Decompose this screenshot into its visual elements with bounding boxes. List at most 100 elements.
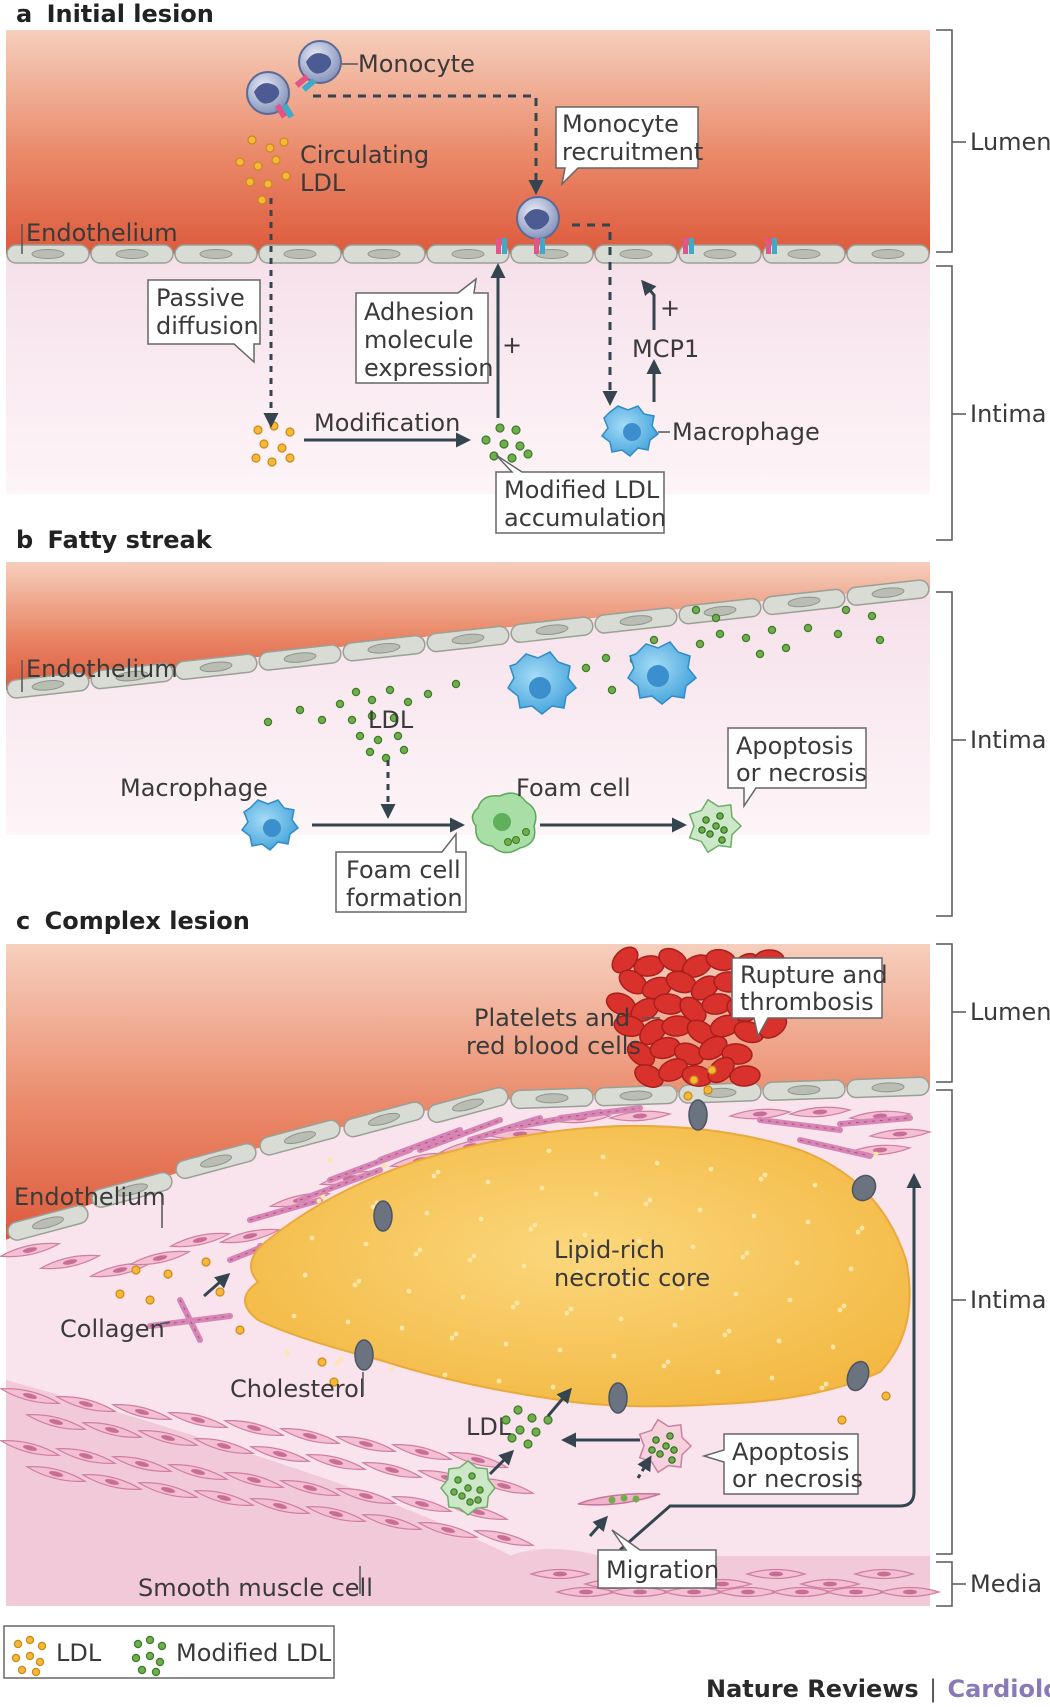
particle (805, 1219, 811, 1225)
particle (131, 1653, 141, 1663)
lumen-label-c: Lumen (970, 998, 1050, 1026)
cholesterol-crystals (354, 1099, 877, 1414)
particle (245, 177, 255, 187)
migrating-smooth-muscle-cell (577, 1492, 661, 1506)
particle (265, 143, 275, 153)
endothelial-cell (427, 1086, 509, 1124)
plus-sign-adhesion: + (502, 331, 522, 359)
particle (271, 155, 281, 165)
collagen-fibre (177, 1297, 203, 1343)
particle (689, 1075, 699, 1085)
particle (601, 653, 611, 663)
endothelial-cell (342, 635, 426, 662)
endothelial-cell (846, 1076, 930, 1099)
particle (581, 663, 591, 673)
particle (137, 1665, 147, 1675)
arrows-a (263, 94, 662, 448)
smooth-muscle-cell (727, 1108, 793, 1120)
particle (363, 1241, 369, 1247)
particle (875, 635, 885, 645)
particle (31, 1667, 41, 1677)
smooth-muscle-cell (24, 1466, 88, 1482)
particle (495, 423, 505, 433)
particle (356, 1278, 362, 1284)
core-label-1: Lipid-rich (554, 1236, 665, 1264)
particle (279, 137, 289, 147)
legend-ldl-icon (11, 1635, 47, 1677)
particle (257, 195, 267, 205)
particle (431, 1173, 437, 1179)
particle (423, 689, 433, 699)
particle (510, 1304, 516, 1310)
smooth-muscle-cell (166, 1412, 230, 1428)
smooth-muscle-cell (446, 1452, 510, 1468)
particle (291, 1313, 297, 1319)
particle (163, 1269, 173, 1279)
adhesion-label-3: expression (364, 354, 493, 382)
smooth-muscle-cell (0, 1440, 62, 1456)
apoptosis-callout-c: Apoptosis or necrosis (701, 1433, 863, 1495)
particle (370, 1204, 376, 1210)
modified-ldl-callout: Modified LDL accumulation (495, 454, 666, 534)
particle (381, 1163, 387, 1169)
particle (718, 836, 726, 844)
modified-ldl-label-1: Modified LDL (504, 476, 660, 504)
particle (17, 1665, 27, 1675)
endothelial-cell (846, 244, 930, 264)
particle (503, 1341, 509, 1347)
particle (575, 1269, 581, 1275)
particle (251, 453, 261, 463)
particle (662, 1442, 670, 1450)
particle (458, 1492, 466, 1500)
modified-ldl-particles (481, 423, 533, 463)
endothelial-cell (594, 1084, 678, 1107)
intima-label-a: Intima (970, 400, 1046, 428)
particle (841, 1303, 847, 1309)
particle (515, 441, 525, 451)
particle (722, 1332, 728, 1338)
particle (267, 457, 277, 467)
panel-c: c Complex lesion Platelets and red blood… (0, 907, 1050, 1607)
particle (527, 1413, 537, 1423)
particle (442, 1372, 448, 1378)
particle (557, 1347, 563, 1353)
particle (451, 679, 461, 689)
smooth-muscle-cell (304, 1454, 368, 1470)
particle (873, 1151, 879, 1157)
particle (819, 1385, 825, 1391)
particle (460, 1294, 466, 1300)
platelets-label-2: red blood cells (466, 1032, 641, 1060)
endothelial-cell (258, 644, 342, 671)
particle (454, 1476, 462, 1484)
modified-ldl-cluster-c (501, 1405, 553, 1449)
smooth-muscle-cell (390, 1496, 454, 1512)
foam-formation-label-2: formation (346, 884, 463, 912)
particle (521, 1263, 527, 1269)
particle (690, 1244, 696, 1250)
particle (670, 1446, 678, 1454)
smooth-muscle-cell (192, 1490, 256, 1506)
particle (751, 1213, 757, 1219)
particle (740, 1254, 746, 1260)
particle (532, 1222, 538, 1228)
particle (703, 1085, 713, 1095)
particle (235, 157, 245, 167)
particle (695, 639, 705, 649)
particle (672, 1322, 678, 1328)
monocyte-recruitment-label-1: Monocyte (562, 110, 679, 138)
particle (755, 649, 765, 659)
particle (654, 1160, 660, 1166)
endothelial-cell (678, 597, 762, 625)
smooth-muscle-cell (360, 1514, 424, 1530)
particle (668, 1456, 676, 1464)
endothelium-label-a: Endothelium (26, 219, 178, 247)
particle (406, 1288, 412, 1294)
endothelial-cell (510, 244, 594, 264)
svg-text:c Complex lesion: c Complex lesion (16, 907, 250, 935)
smooth-muscle-cell (24, 1414, 88, 1430)
monocyte-label: Monocyte (358, 50, 475, 78)
endothelial-cell (6, 244, 90, 264)
particle (787, 1297, 793, 1303)
particle (133, 1639, 143, 1649)
smooth-muscle-cell (248, 1498, 312, 1514)
